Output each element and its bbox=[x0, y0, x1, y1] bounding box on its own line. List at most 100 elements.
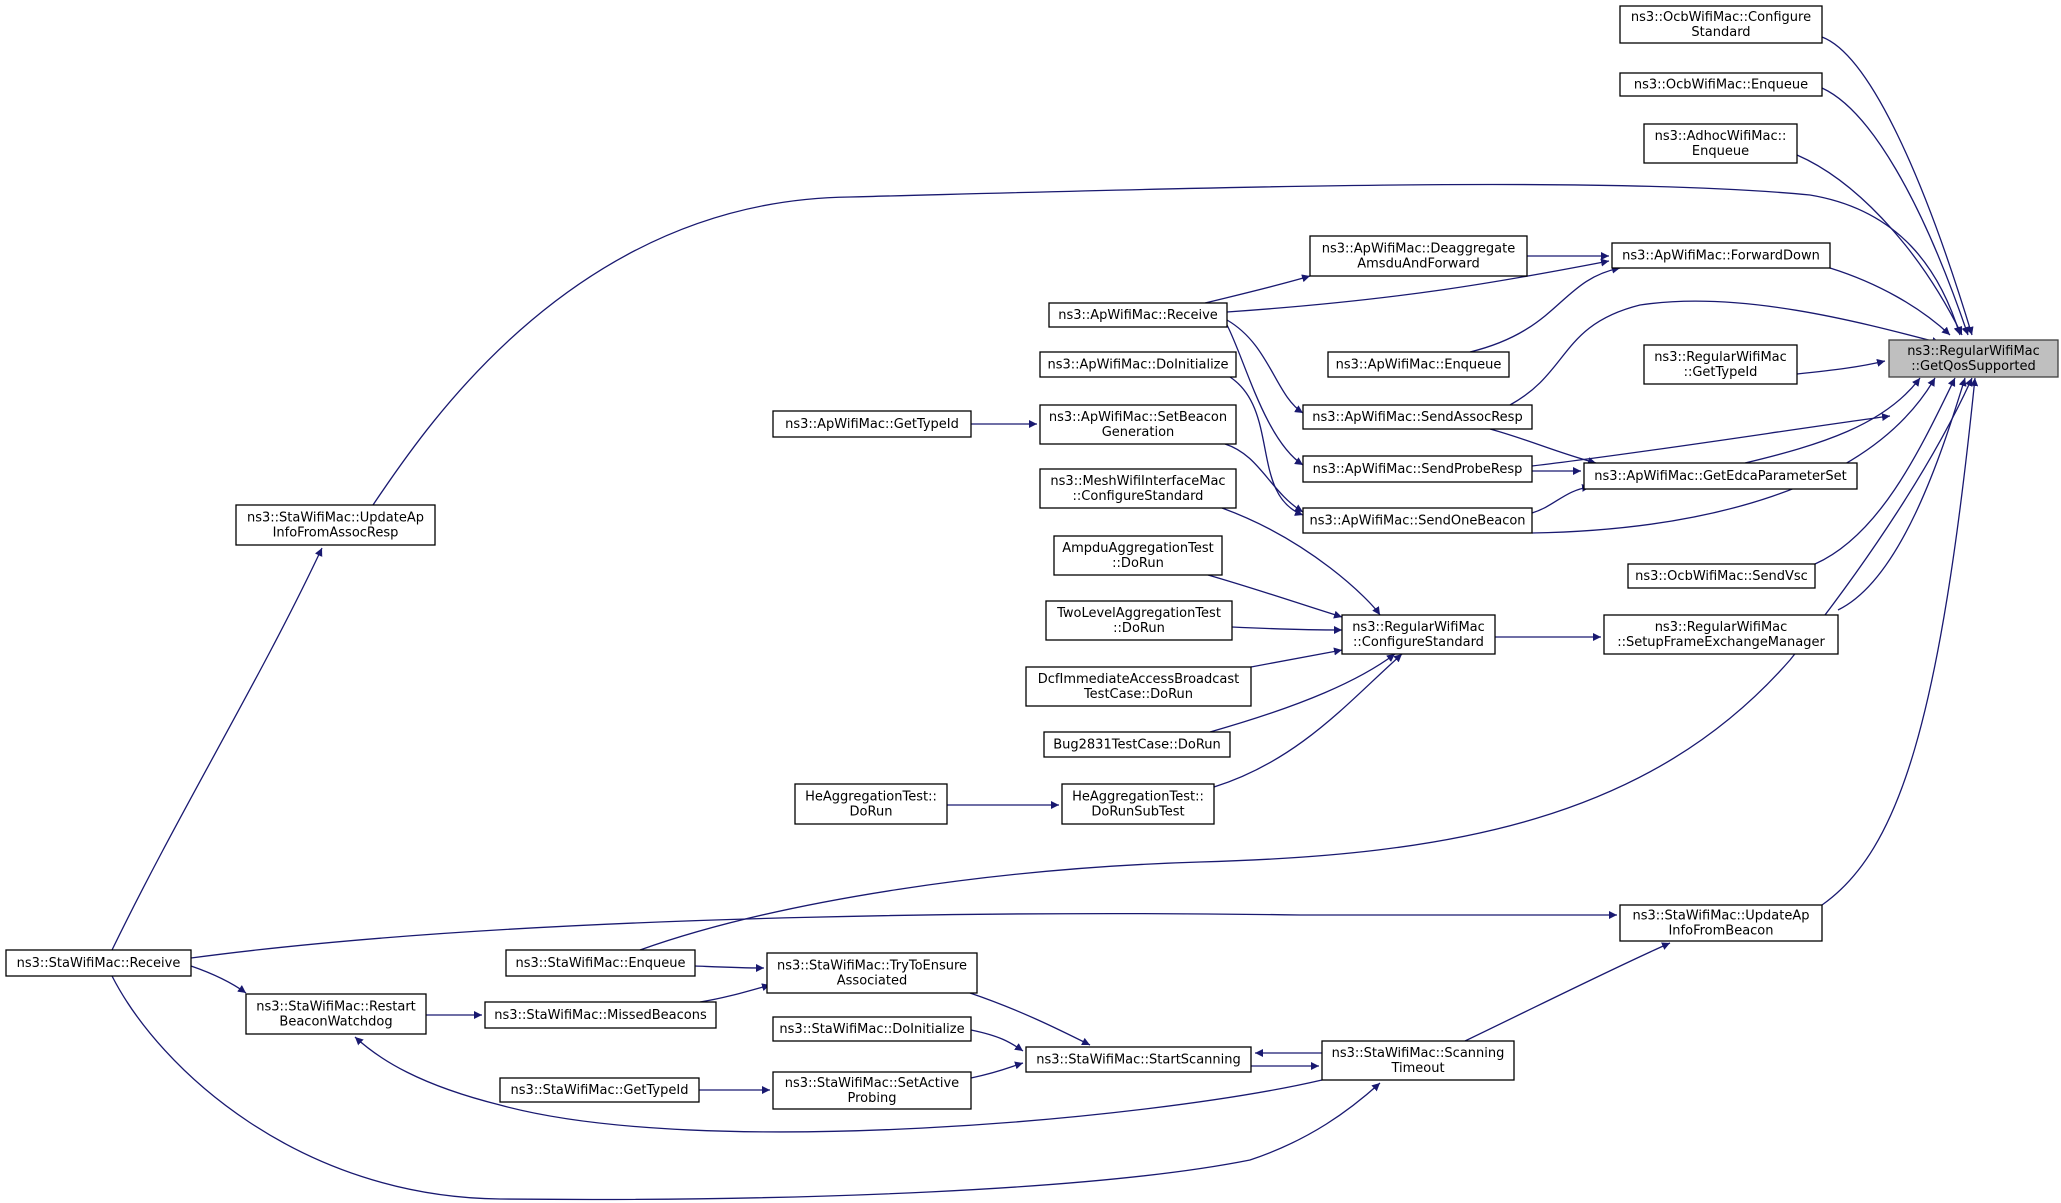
node-adhoc-enqueue[interactable]: ns3::AdhocWifiMac::Enqueue bbox=[1643, 123, 1798, 164]
node-label: ns3::ApWifiMac::SendAssocResp bbox=[1312, 410, 1522, 425]
node-sta-enqueue[interactable]: ns3::StaWifiMac::Enqueue bbox=[505, 949, 696, 977]
node-ocb-enqueue[interactable]: ns3::OcbWifiMac::Enqueue bbox=[1619, 72, 1823, 97]
node-box bbox=[1888, 339, 2059, 378]
node-label: InfoFromBeacon bbox=[1668, 924, 1773, 939]
edge-ap_receive-to-ap_assoc bbox=[1226, 319, 1304, 414]
edge-line bbox=[372, 183, 1962, 506]
edge-ap_edca-to-root bbox=[1744, 377, 1921, 464]
edge-adhoc_enqueue-to-root bbox=[1796, 154, 1963, 336]
node-ocb-sendvsc[interactable]: ns3::OcbWifiMac::SendVsc bbox=[1627, 563, 1816, 589]
edge-bug_test-to-regular_config bbox=[1209, 653, 1396, 733]
node-label: ns3::ApWifiMac::GetTypeId bbox=[785, 417, 959, 432]
edge-line bbox=[1224, 443, 1304, 513]
node-box bbox=[1039, 351, 1237, 378]
edge-ocb_enqueue-to-root bbox=[1821, 87, 1970, 336]
node-label: ns3::ApWifiMac::Receive bbox=[1058, 308, 1218, 323]
edge-line bbox=[1226, 319, 1304, 414]
node-ap-receive[interactable]: ns3::ApWifiMac::Receive bbox=[1048, 302, 1228, 328]
edge-line bbox=[1829, 267, 1951, 336]
node-label: ns3::MeshWifiInterfaceMac bbox=[1050, 474, 1225, 489]
node-twolevel-test[interactable]: TwoLevelAggregationTest::DoRun bbox=[1045, 600, 1233, 641]
node-label: ns3::StaWifiMac::UpdateAp bbox=[1632, 909, 1809, 924]
node-box bbox=[235, 504, 436, 546]
edge-dcf_test-to-regular_config bbox=[1250, 647, 1343, 668]
node-he-dorun[interactable]: HeAggregationTest::DoRun bbox=[794, 783, 948, 825]
node-box bbox=[1025, 666, 1252, 707]
node-box bbox=[1045, 600, 1233, 641]
node-label: ns3::ApWifiMac::ForwardDown bbox=[1622, 249, 1820, 264]
node-box bbox=[1309, 235, 1528, 277]
node-label: ns3::StaWifiMac::GetTypeId bbox=[511, 1083, 689, 1098]
node-box bbox=[1619, 72, 1823, 97]
node-sta-typeid[interactable]: ns3::StaWifiMac::GetTypeId bbox=[499, 1077, 700, 1103]
node-sta-missed[interactable]: ns3::StaWifiMac::MissedBeacons bbox=[484, 1001, 717, 1029]
node-label: ns3::StaWifiMac::Scanning bbox=[1332, 1046, 1505, 1061]
edge-ap_assoc-to-ap_edca bbox=[1489, 428, 1597, 465]
node-box bbox=[1583, 462, 1858, 490]
node-ocb-config[interactable]: ns3::OcbWifiMac::ConfigureStandard bbox=[1619, 5, 1823, 44]
node-dcf-test[interactable]: DcfImmediateAccessBroadcastTestCase::DoR… bbox=[1025, 666, 1252, 707]
node-label: HeAggregationTest:: bbox=[1072, 790, 1204, 805]
node-label: ns3::ApWifiMac::SendProbeResp bbox=[1313, 462, 1523, 477]
node-label: Associated bbox=[837, 974, 907, 989]
node-regular-typeid[interactable]: ns3::RegularWifiMac::GetTypeId bbox=[1643, 344, 1798, 385]
edge-ap_forward-to-root bbox=[1829, 267, 1951, 336]
node-label: ::GetQosSupported bbox=[1911, 359, 2036, 374]
node-regular-setup[interactable]: ns3::RegularWifiMac::SetupFrameExchangeM… bbox=[1603, 614, 1839, 655]
edge-ocb_sendvsc-to-root bbox=[1814, 377, 1956, 565]
node-sta-receive[interactable]: ns3::StaWifiMac::Receive bbox=[5, 949, 192, 977]
node-label: ns3::StaWifiMac::SetActive bbox=[785, 1076, 959, 1091]
node-label: ns3::ApWifiMac::GetEdcaParameterSet bbox=[1594, 469, 1846, 484]
edge-ap_beacon-to-root bbox=[1531, 377, 1936, 534]
node-box bbox=[1302, 404, 1533, 430]
node-box bbox=[484, 1001, 717, 1029]
node-ampdu-test[interactable]: AmpduAggregationTest::DoRun bbox=[1053, 535, 1223, 576]
node-label: DoRunSubTest bbox=[1091, 805, 1184, 820]
node-ap-typeid[interactable]: ns3::ApWifiMac::GetTypeId bbox=[772, 410, 972, 438]
node-ap-deagg[interactable]: ns3::ApWifiMac::DeaggregateAmsduAndForwa… bbox=[1309, 235, 1528, 277]
node-sta-startscan[interactable]: ns3::StaWifiMac::StartScanning bbox=[1025, 1046, 1252, 1073]
node-box bbox=[1043, 731, 1231, 758]
edge-line bbox=[190, 965, 247, 994]
node-he-subtest[interactable]: HeAggregationTest::DoRunSubTest bbox=[1061, 783, 1215, 825]
node-root[interactable]: ns3::RegularWifiMac::GetQosSupported bbox=[1888, 339, 2059, 378]
edge-sta_enqueue-to-root bbox=[639, 377, 1973, 951]
edge-ap_setbeacon-to-ap_beacon bbox=[1224, 443, 1304, 513]
edge-line bbox=[1837, 377, 1967, 611]
node-ap-enqueue[interactable]: ns3::ApWifiMac::Enqueue bbox=[1327, 351, 1510, 378]
node-box bbox=[1039, 468, 1237, 509]
node-ap-beacon[interactable]: ns3::ApWifiMac::SendOneBeacon bbox=[1302, 507, 1533, 534]
edge-sta_enqueue-to-sta_tryassoc bbox=[694, 963, 765, 972]
edge-ap_probe-to-root bbox=[1531, 413, 1891, 467]
edge-line bbox=[1821, 377, 1979, 906]
node-sta-updateassoc[interactable]: ns3::StaWifiMac::UpdateApInfoFromAssocRe… bbox=[235, 504, 436, 546]
node-box bbox=[499, 1077, 700, 1103]
node-label: InfoFromAssocResp bbox=[273, 526, 399, 541]
edge-line bbox=[694, 963, 765, 972]
node-label: DoRun bbox=[850, 805, 893, 820]
node-ap-doinit[interactable]: ns3::ApWifiMac::DoInitialize bbox=[1039, 351, 1237, 378]
node-sta-doinit[interactable]: ns3::StaWifiMac::DoInitialize bbox=[772, 1016, 972, 1042]
node-label: TestCase::DoRun bbox=[1083, 687, 1193, 702]
edge-line bbox=[1531, 413, 1891, 467]
edge-ap_beacon-to-ap_edca bbox=[1531, 483, 1591, 514]
node-mesh-config[interactable]: ns3::MeshWifiInterfaceMac::ConfigureStan… bbox=[1039, 468, 1237, 509]
edge-line bbox=[1489, 428, 1597, 465]
node-regular-config[interactable]: ns3::RegularWifiMac::ConfigureStandard bbox=[1341, 614, 1496, 655]
edge-line bbox=[1531, 483, 1591, 514]
edge-line bbox=[1821, 87, 1970, 336]
edge-ap_receive-to-ap_probe bbox=[1226, 324, 1304, 466]
node-ap-edca[interactable]: ns3::ApWifiMac::GetEdcaParameterSet bbox=[1583, 462, 1858, 490]
node-ap-probe[interactable]: ns3::ApWifiMac::SendProbeResp bbox=[1302, 455, 1533, 483]
edge-line bbox=[1531, 377, 1936, 534]
node-ap-assoc[interactable]: ns3::ApWifiMac::SendAssocResp bbox=[1302, 404, 1533, 430]
node-bug-test[interactable]: Bug2831TestCase::DoRun bbox=[1043, 731, 1231, 758]
node-ap-forward[interactable]: ns3::ApWifiMac::ForwardDown bbox=[1611, 242, 1831, 269]
